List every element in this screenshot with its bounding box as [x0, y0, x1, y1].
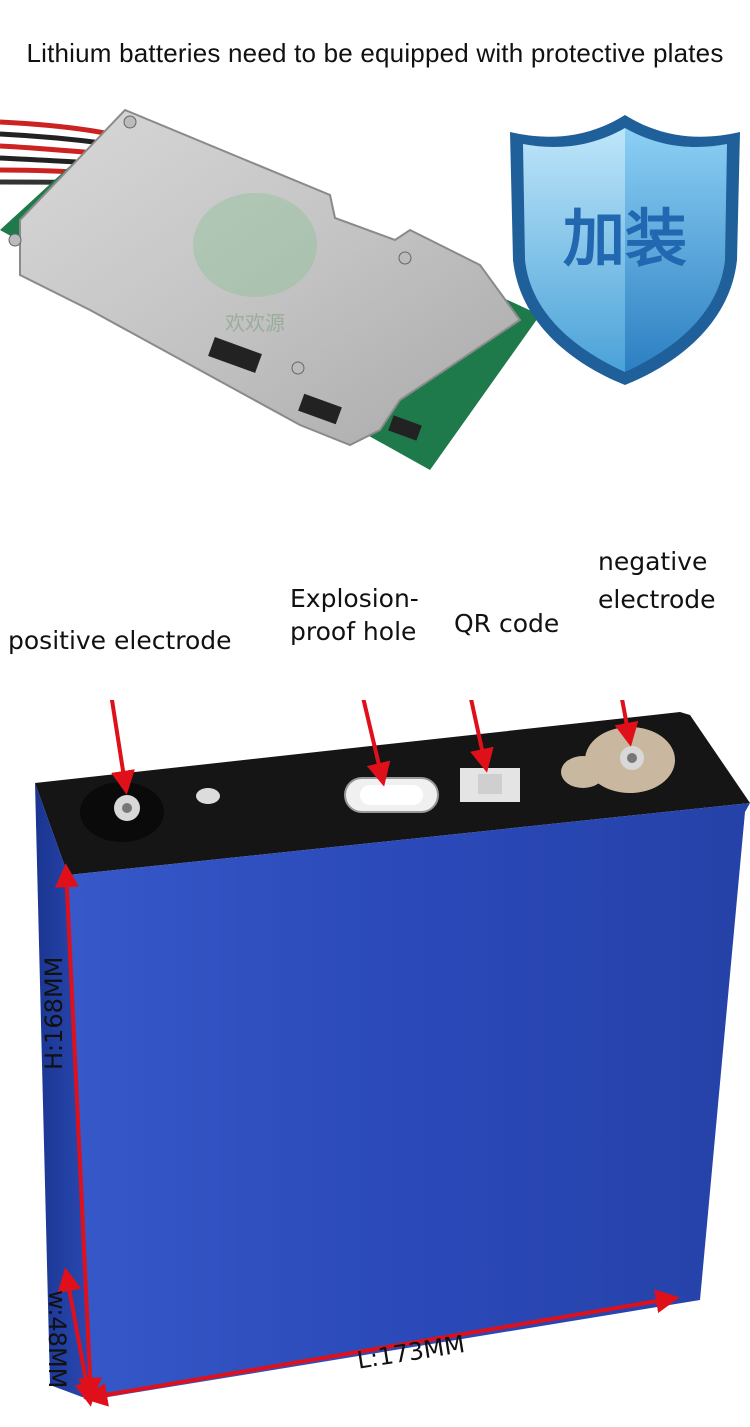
battery-cell-image	[35, 700, 750, 1407]
arrow-negative	[614, 700, 639, 747]
arrow-qr-code	[469, 700, 494, 773]
label-positive-electrode: positive electrode	[8, 626, 232, 655]
watermark-text: 欢欢源	[225, 311, 285, 335]
headline: Lithium batteries need to be equipped wi…	[26, 38, 724, 68]
label-qr-code: QR code	[454, 609, 560, 638]
arrow-positive	[109, 700, 135, 795]
shield-icon: 加装	[510, 115, 740, 385]
label-negative-electrode-line1: negative	[598, 547, 708, 576]
label-negative-electrode-line2: electrode	[598, 585, 716, 614]
width-label: w:48MM	[43, 1290, 71, 1389]
protection-board-image: 欢欢源	[0, 108, 540, 470]
height-label: H:168MM	[40, 956, 68, 1070]
length-dimension-arrow	[83, 1289, 680, 1407]
battery-front-face	[68, 803, 750, 1400]
label-explosion-proof-hole-line2: proof hole	[290, 617, 417, 646]
heatsink-plate	[19, 108, 522, 447]
arrow-explosion-hole	[361, 700, 391, 787]
shield-text: 加装	[563, 202, 687, 275]
label-explosion-proof-hole-line1: Explosion-	[290, 584, 419, 613]
